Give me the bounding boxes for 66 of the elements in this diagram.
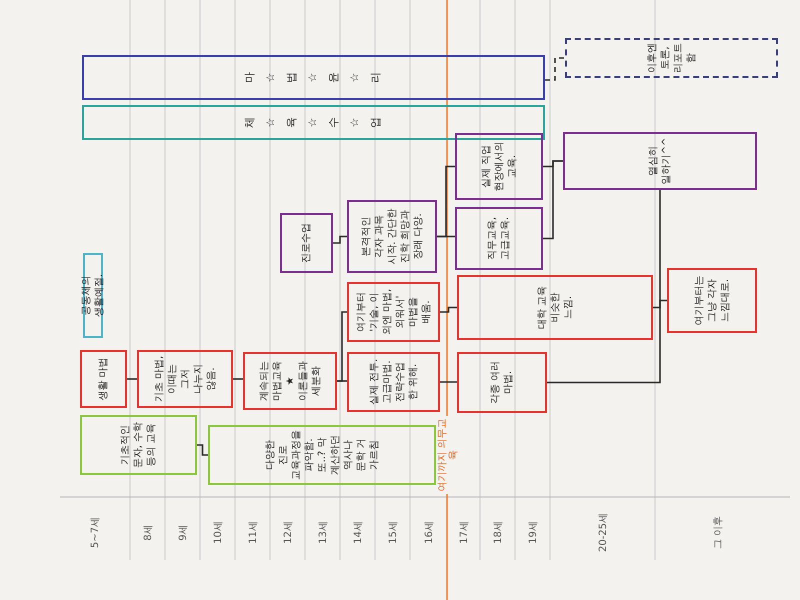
general-course-box <box>80 415 197 475</box>
box-text: 다양한 진로 교육과정을 파악함. 또..? 막 계산하던 역사나 문학 거 가르침 <box>264 430 380 480</box>
box-text: 체☆육☆수☆업 <box>242 117 383 128</box>
box-text: 이후엔 토론, 리포트 함 <box>646 43 698 73</box>
box-text: 실제 직업 현장에서의 교육. <box>480 140 518 194</box>
age-label: 10세 <box>212 520 224 546</box>
age-label: 8세 <box>142 523 154 543</box>
connector-line <box>333 236 347 244</box>
connector-line <box>440 381 457 383</box>
box-text: 본격적인 각자 과목 시작. 간단한 진학 희망과 장래 다양. <box>360 207 424 267</box>
box-text: 생활 마법 <box>97 357 110 401</box>
magic-course-box <box>457 275 653 340</box>
box-text: 진로수업 <box>300 223 313 263</box>
age-label: 19세 <box>526 520 540 546</box>
age-label: 14세 <box>352 520 364 546</box>
career-course-box <box>280 213 333 273</box>
divider-label: 여기까지 의무교육 <box>440 416 455 494</box>
box-text: 대학 교육 비슷한 느낌. <box>536 284 574 332</box>
age-label: 11세 <box>246 520 260 546</box>
magic-course-box <box>347 352 440 412</box>
age-label: 16세 <box>422 520 436 546</box>
magic-course-box <box>457 352 547 413</box>
box-text: 열심히 일하기^^ <box>647 137 673 185</box>
career-course-box <box>455 207 543 270</box>
connector-line <box>545 57 565 81</box>
box-text: 기초적인 문자, 수학 등의 교육 <box>119 420 158 470</box>
career-course-box <box>455 133 543 200</box>
note-box <box>83 253 103 338</box>
age-label: 그 이후 <box>712 514 724 552</box>
magic-course-box <box>347 282 440 342</box>
connector-line <box>547 190 661 384</box>
box-text: 여기부터 '기술, 이 외엔 마법, 외워서' 마법을 배움. <box>354 288 432 337</box>
age-label: 9세 <box>176 523 190 543</box>
age-label: 15세 <box>386 520 400 546</box>
note-box <box>565 38 778 78</box>
age-label: 20-25세 <box>596 512 610 554</box>
magic-course-box <box>667 268 757 333</box>
age-label: 13세 <box>316 520 330 546</box>
age-label: 18세 <box>492 520 504 546</box>
box-text: 기초 마법, 이때는 그저 나누지 않음. <box>152 355 218 403</box>
connector-line <box>233 378 243 380</box>
subject-band <box>82 55 545 100</box>
career-course-box <box>347 200 437 273</box>
general-course-box <box>208 425 436 485</box>
box-text: 각종 여러 마법. <box>489 360 515 406</box>
age-label: 5~7세 <box>89 516 102 550</box>
box-text: 직무교육, 고급교육. <box>486 216 512 262</box>
box-text: 여기부터는 그냥 각자 느낌대로. <box>692 274 732 328</box>
box-text: 실제 전투. 고급마법. 전략수업 한 위해. <box>368 358 420 407</box>
magic-course-box <box>80 350 127 408</box>
connector-line <box>543 160 563 168</box>
connector-line <box>337 380 347 382</box>
subject-band <box>82 105 545 140</box>
box-text: 계속되는 마법교육★ 이론들과 세분화 <box>258 360 322 403</box>
connector-line <box>440 306 457 313</box>
connector-line <box>653 300 667 308</box>
box-text: 마☆법☆윤☆리 <box>242 72 383 83</box>
box-text: 공동체의 생활예절. <box>80 272 106 320</box>
magic-course-box <box>137 350 233 408</box>
age-label: 17세 <box>458 520 470 546</box>
career-course-box <box>563 132 757 190</box>
connector-line <box>127 378 137 380</box>
magic-course-box <box>243 352 337 410</box>
age-label: 12세 <box>282 520 294 546</box>
connector-line <box>197 444 208 456</box>
connector-line <box>437 236 455 238</box>
